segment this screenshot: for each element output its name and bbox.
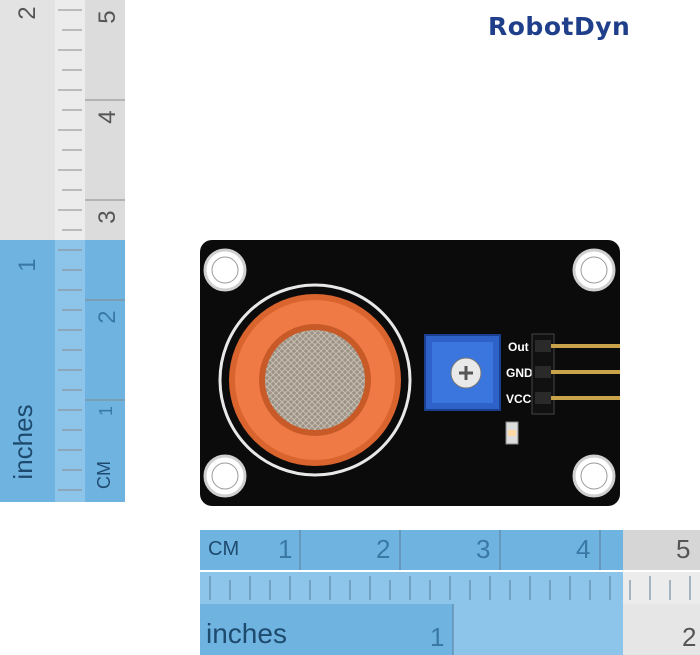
pin-label-out: Out: [508, 340, 529, 354]
horizontal-ruler: [200, 530, 700, 655]
vertical-inch-mark-1: 1: [14, 258, 41, 272]
led: [505, 421, 519, 445]
potentiometer: [424, 334, 501, 411]
pin-label-vcc: VCC: [506, 392, 532, 406]
horizontal-inch-mark-1: 1: [430, 622, 445, 652]
pin-label-gnd: GND: [506, 366, 533, 380]
vertical-cm-mark-2: 2: [94, 310, 121, 324]
horizontal-cm-mark-5: 5: [676, 534, 691, 564]
vertical-cm-mark-4: 4: [94, 110, 121, 124]
mounting-hole: [572, 248, 616, 292]
header-pins: [531, 333, 620, 415]
horizontal-inch-mark-2: 2: [682, 622, 697, 652]
vertical-inch-mark-2: 2: [14, 6, 41, 20]
vertical-cm-mark-1: 1: [96, 406, 116, 417]
gas-sensor: [218, 283, 412, 477]
horizontal-cm-mark-2: 2: [376, 534, 391, 564]
vertical-ruler: [0, 0, 125, 502]
vertical-cm-mark-3: 3: [94, 210, 121, 224]
gas-sensor-board: Out GND VCC: [200, 240, 620, 506]
horizontal-cm-mark-1: 1: [278, 534, 293, 564]
mounting-hole: [203, 248, 247, 292]
horizontal-cm-mark-4: 4: [576, 534, 591, 564]
mounting-hole: [203, 454, 247, 498]
mounting-hole: [572, 454, 616, 498]
horizontal-cm-mark-3: 3: [476, 534, 491, 564]
vertical-inches-label: inches: [8, 404, 38, 480]
horizontal-inches-label: inches: [206, 618, 287, 649]
sensor-mesh: [265, 330, 365, 430]
robotdyn-logo: RobotDyn: [488, 12, 631, 41]
vertical-cm-mark-5: 5: [94, 10, 121, 24]
vertical-cm-label: CM: [94, 461, 114, 489]
horizontal-cm-label: CM: [208, 538, 240, 560]
